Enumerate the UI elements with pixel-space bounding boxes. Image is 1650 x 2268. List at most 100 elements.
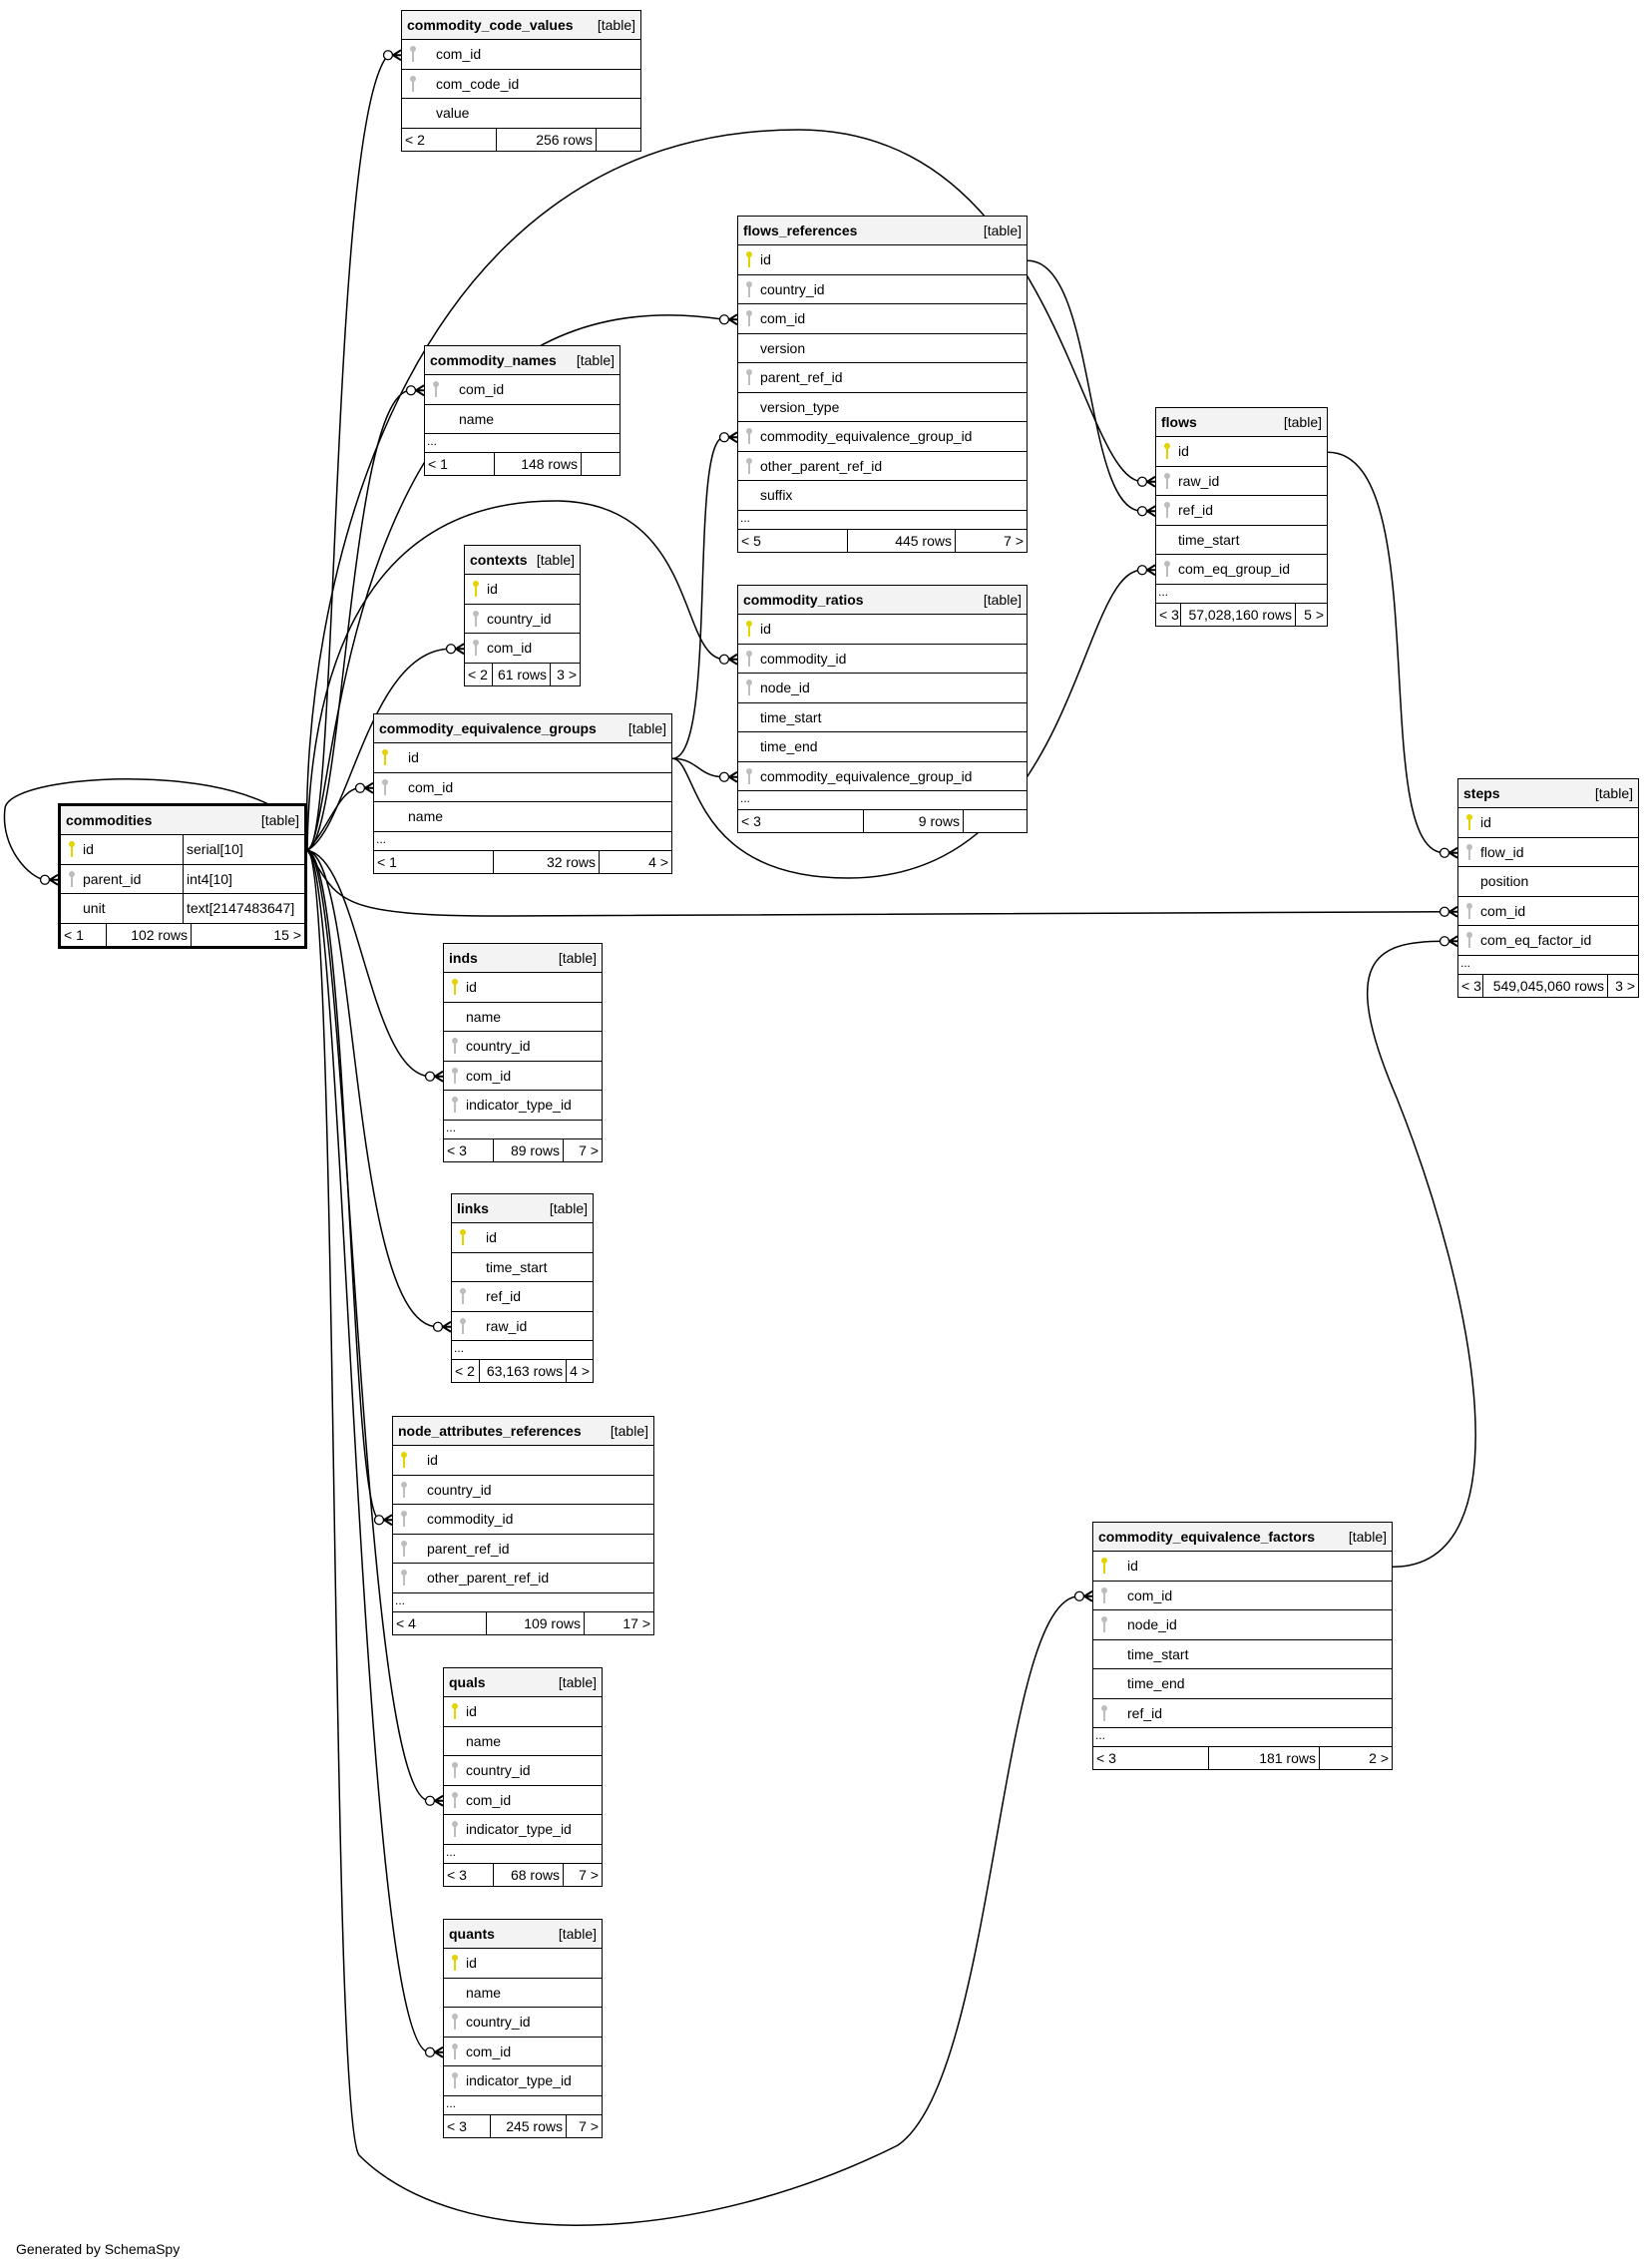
- children-count-link[interactable]: [582, 453, 619, 475]
- column-row[interactable]: id: [1093, 1552, 1392, 1582]
- column-name[interactable]: id: [466, 979, 477, 996]
- column-name[interactable]: commodity_equivalence_group_id: [760, 767, 973, 784]
- column-name[interactable]: ref_id: [1178, 502, 1214, 519]
- column-name[interactable]: id: [1178, 443, 1189, 460]
- table-header[interactable]: commodity_equivalence_groups[table]: [374, 714, 671, 743]
- column-row[interactable]: value: [402, 99, 640, 129]
- column-row[interactable]: country_id: [465, 605, 580, 634]
- column-name[interactable]: com_id: [487, 640, 533, 657]
- column-row[interactable]: time_end: [1093, 1669, 1392, 1699]
- column-row[interactable]: name: [425, 405, 619, 434]
- column-name[interactable]: country_id: [487, 610, 552, 627]
- table-header[interactable]: commodity_equivalence_factors[table]: [1093, 1523, 1392, 1552]
- children-count-link[interactable]: 7 >: [579, 1866, 599, 1883]
- children-count-link[interactable]: 7 >: [1004, 532, 1024, 549]
- parents-count-link[interactable]: < 1: [425, 453, 495, 475]
- column-row[interactable]: com_id: [444, 1062, 602, 1091]
- table-name[interactable]: commodities: [66, 812, 153, 828]
- column-row[interactable]: version: [738, 334, 1027, 363]
- table-header[interactable]: flows[table]: [1156, 408, 1327, 437]
- column-row[interactable]: id: [738, 245, 1027, 275]
- children-count-link[interactable]: 5 >: [1304, 606, 1324, 623]
- column-row[interactable]: com_eq_group_id: [1156, 555, 1327, 585]
- column-row[interactable]: time_start: [452, 1253, 593, 1282]
- column-name[interactable]: suffix: [760, 487, 793, 504]
- column-name[interactable]: other_parent_ref_id: [427, 1570, 550, 1587]
- column-row[interactable]: com_id: [1458, 897, 1638, 926]
- column-row[interactable]: id: [738, 615, 1027, 645]
- column-row[interactable]: commodity_equivalence_group_id: [738, 762, 1027, 791]
- column-row[interactable]: ref_id: [452, 1282, 593, 1312]
- table-name[interactable]: flows_references: [743, 223, 858, 238]
- column-row[interactable]: id: [452, 1223, 593, 1253]
- column-name[interactable]: time_start: [760, 708, 822, 725]
- column-row[interactable]: name: [444, 1979, 602, 2008]
- table-name[interactable]: commodity_equivalence_factors: [1098, 1529, 1316, 1545]
- column-row[interactable]: name: [444, 1727, 602, 1756]
- column-name[interactable]: version_type: [760, 398, 840, 415]
- column-name[interactable]: com_id: [1480, 902, 1526, 919]
- table-header[interactable]: quants[table]: [444, 1920, 602, 1949]
- parents-count-link[interactable]: < 3: [1458, 974, 1483, 997]
- column-name[interactable]: flow_id: [1480, 843, 1524, 860]
- column-name[interactable]: ref_id: [1127, 1704, 1163, 1721]
- column-name[interactable]: id: [760, 621, 771, 638]
- column-name[interactable]: raw_id: [1178, 472, 1220, 489]
- column-row[interactable]: flow_id: [1458, 838, 1638, 867]
- parents-count-link[interactable]: < 3: [738, 810, 864, 832]
- column-row[interactable]: com_id: [465, 634, 580, 664]
- column-row[interactable]: id: [444, 1949, 602, 1979]
- column-name[interactable]: time_end: [1127, 1675, 1185, 1692]
- column-row[interactable]: com_id: [1093, 1582, 1392, 1610]
- parents-count-link[interactable]: < 1: [61, 923, 107, 946]
- table-header[interactable]: contexts[table]: [465, 546, 580, 575]
- column-row[interactable]: id: [1458, 808, 1638, 838]
- column-name[interactable]: parent_ref_id: [427, 1540, 510, 1557]
- column-row[interactable]: ref_id: [1156, 496, 1327, 526]
- column-name[interactable]: indicator_type_id: [466, 1097, 572, 1114]
- parents-count-link[interactable]: < 5: [738, 529, 848, 552]
- column-name[interactable]: raw_id: [486, 1317, 528, 1334]
- children-count-link[interactable]: 7 >: [579, 1141, 599, 1158]
- table-header[interactable]: node_attributes_references[table]: [393, 1417, 653, 1446]
- column-name[interactable]: commodity_id: [427, 1511, 514, 1528]
- parents-count-link[interactable]: < 2: [402, 128, 497, 151]
- parents-count-link[interactable]: < 1: [374, 850, 494, 873]
- column-name[interactable]: com_eq_factor_id: [1480, 932, 1592, 949]
- column-row[interactable]: node_id: [738, 674, 1027, 703]
- column-name[interactable]: id: [1127, 1558, 1138, 1575]
- children-count-link[interactable]: 15 >: [273, 926, 301, 943]
- children-count-link[interactable]: [964, 810, 1027, 832]
- table-name[interactable]: commodity_code_values: [407, 17, 574, 33]
- column-name[interactable]: country_id: [760, 280, 825, 297]
- column-name[interactable]: name: [408, 808, 444, 825]
- column-row[interactable]: time_end: [738, 732, 1027, 762]
- column-row[interactable]: com_eq_factor_id: [1458, 926, 1638, 956]
- column-name[interactable]: time_start: [1178, 531, 1240, 548]
- column-name[interactable]: position: [1480, 873, 1529, 890]
- column-row[interactable]: com_id: [374, 773, 671, 802]
- column-row[interactable]: time_start: [1093, 1640, 1392, 1669]
- column-row[interactable]: commodity_id: [393, 1505, 653, 1535]
- table-name[interactable]: flows: [1161, 414, 1197, 430]
- column-name[interactable]: com_id: [760, 310, 806, 327]
- parents-count-link[interactable]: < 2: [452, 1360, 480, 1382]
- column-row[interactable]: country_id: [444, 1032, 602, 1062]
- column-row[interactable]: other_parent_ref_id: [738, 452, 1027, 481]
- column-row[interactable]: com_id: [425, 375, 619, 405]
- column-row[interactable]: raw_id: [1156, 467, 1327, 496]
- column-name[interactable]: id: [427, 1452, 438, 1469]
- children-count-link[interactable]: 4 >: [570, 1363, 590, 1379]
